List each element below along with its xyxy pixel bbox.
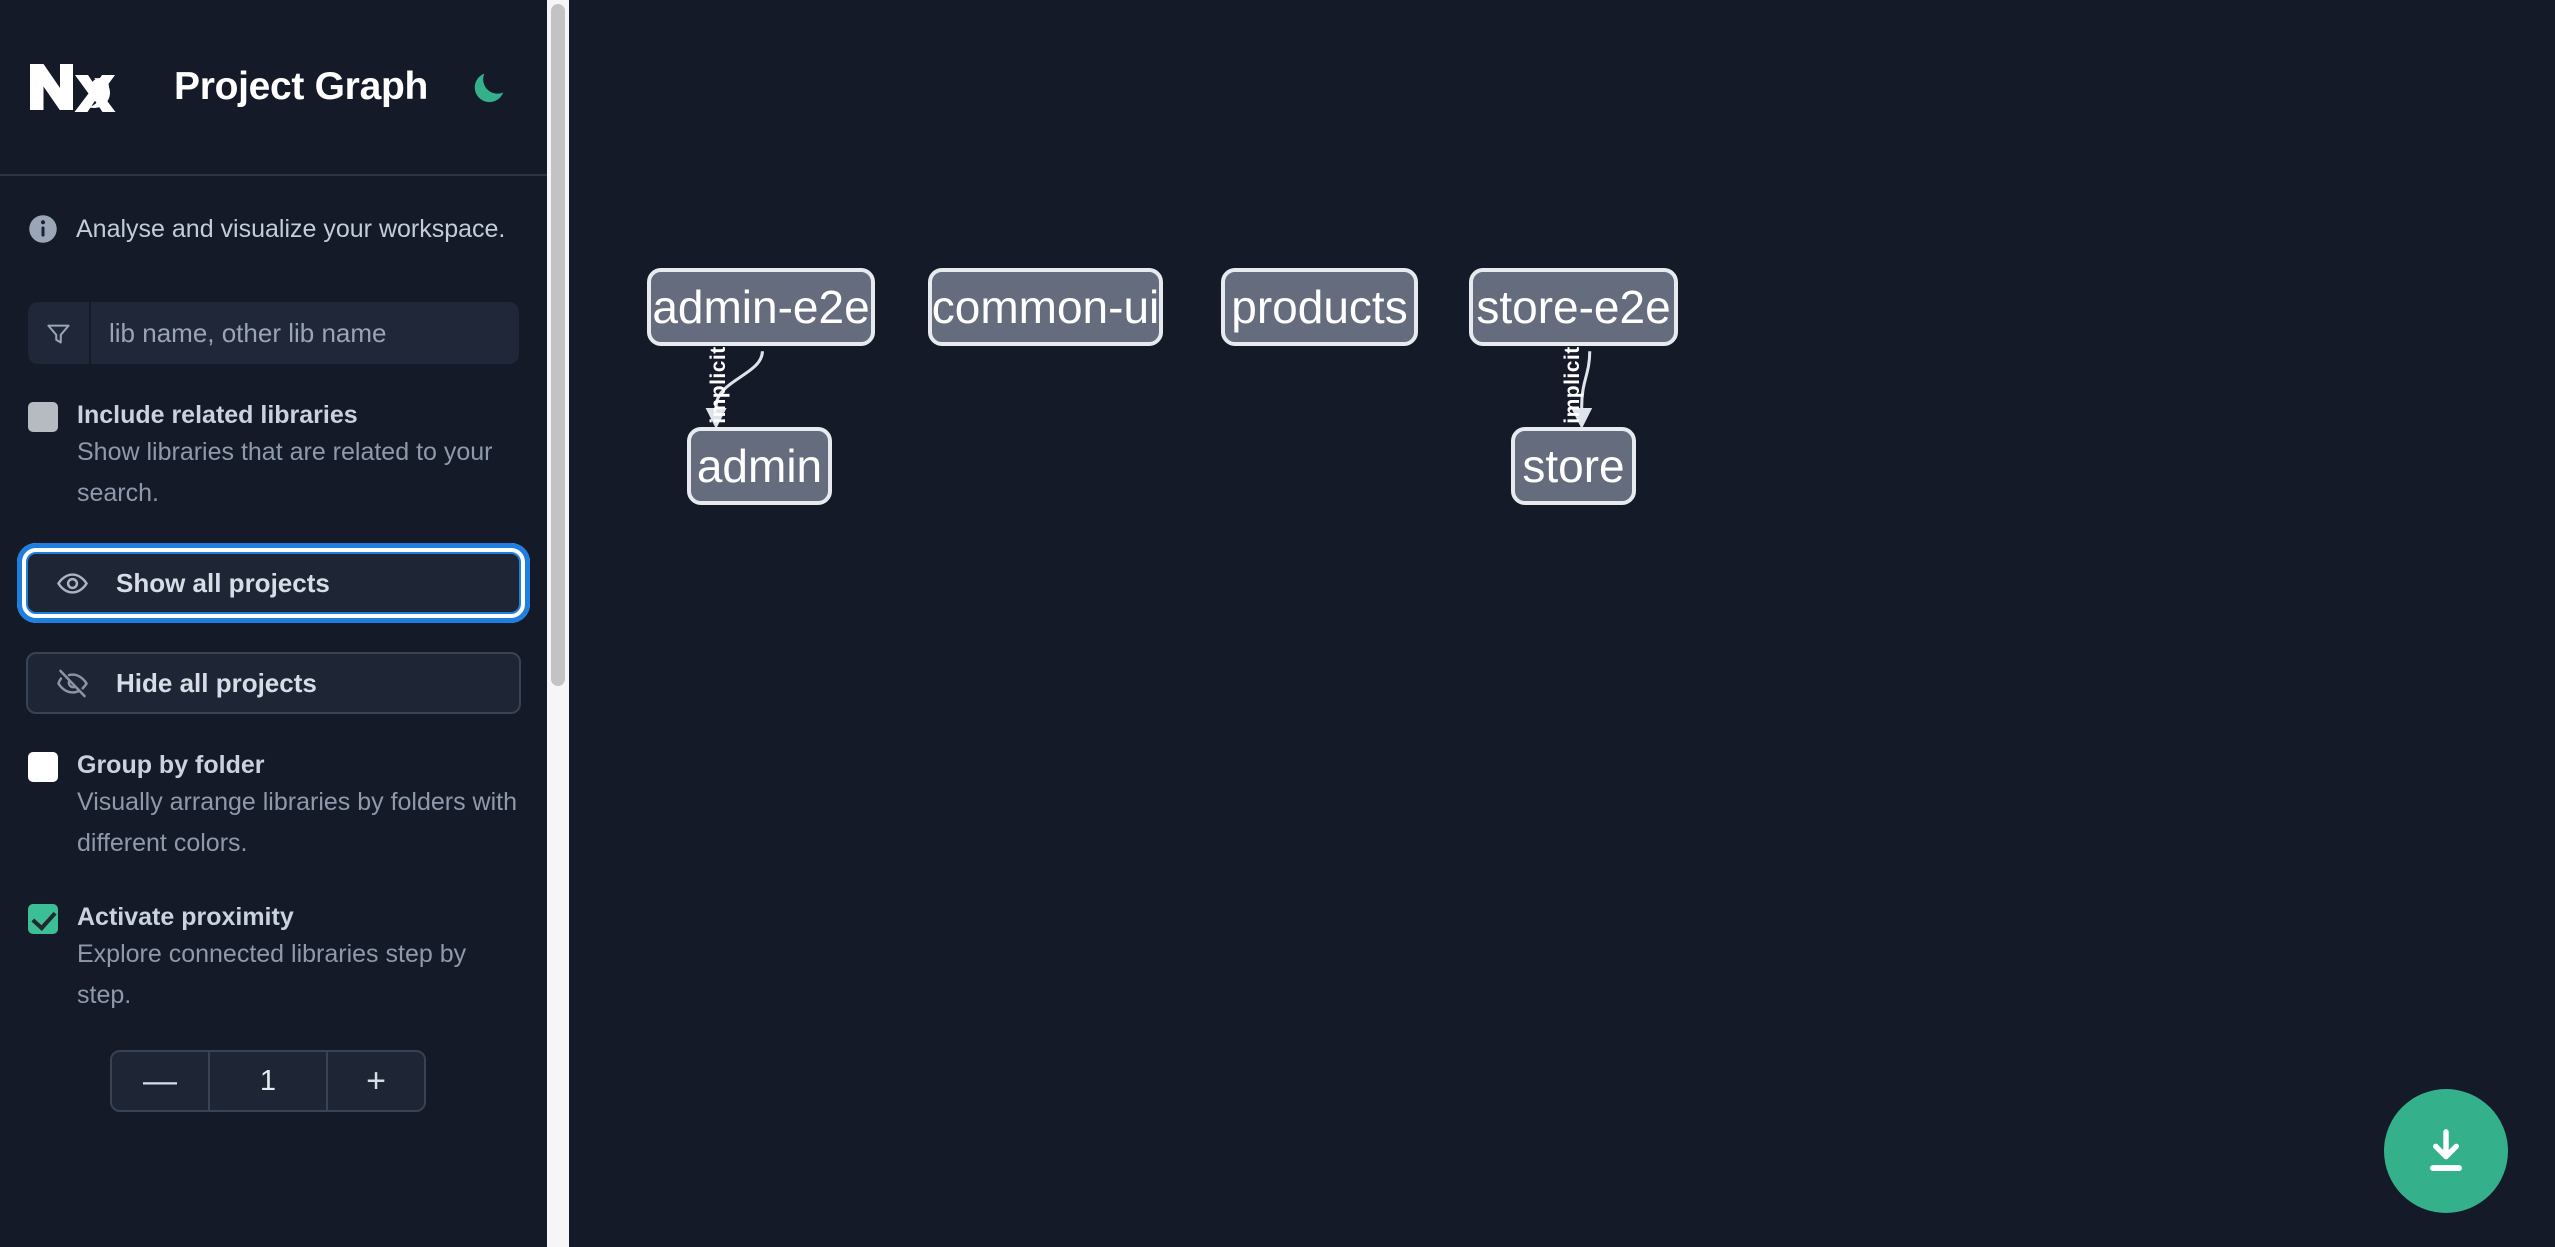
edge-label-admin-e2e-admin: implicit	[707, 346, 730, 424]
option-texts: Include related libraries Show libraries…	[77, 398, 519, 514]
info-icon	[28, 214, 58, 244]
graph-node-admin[interactable]: admin	[687, 427, 832, 505]
option-description: Visually arrange libraries by folders wi…	[77, 788, 518, 857]
sidebar-body: Analyse and visualize your workspace. In…	[0, 176, 547, 1112]
option-label: Activate proximity	[77, 903, 294, 931]
search-field[interactable]	[28, 302, 519, 364]
eye-slash-icon	[56, 667, 89, 700]
show-all-projects-label: Show all projects	[116, 567, 330, 598]
proximity-stepper-wrap: — 1 +	[0, 1050, 547, 1112]
graph-node-admin-e2e[interactable]: admin-e2e	[647, 268, 875, 346]
option-description: Show libraries that are related to your …	[77, 438, 493, 507]
nx-logo-icon	[28, 54, 122, 120]
tagline-text: Analyse and visualize your workspace.	[76, 214, 506, 243]
activate-proximity-checkbox[interactable]	[28, 904, 58, 934]
option-group-by-folder[interactable]: Group by folder Visually arrange librari…	[0, 748, 547, 864]
proximity-increment-button[interactable]: +	[328, 1052, 424, 1110]
graph-node-store-e2e[interactable]: store-e2e	[1469, 268, 1678, 346]
sidebar-scrollbar-thumb[interactable]	[551, 4, 565, 686]
search-input[interactable]	[91, 302, 519, 364]
page-title: Project Graph	[174, 65, 428, 108]
graph-canvas[interactable]: admin-e2e common-ui products store-e2e admin…	[547, 0, 2555, 1247]
include-related-libraries-checkbox[interactable]	[28, 402, 58, 432]
graph-edges	[705, 351, 1593, 429]
show-all-projects-button[interactable]: Show all projects	[17, 543, 530, 623]
edge-label-store-e2e-store: implicit	[1561, 346, 1584, 424]
graph-node-common-ui[interactable]: common-ui	[928, 268, 1163, 346]
graph-node-store[interactable]: store	[1511, 427, 1636, 505]
proximity-value: 1	[208, 1052, 328, 1110]
proximity-stepper: — 1 +	[110, 1050, 426, 1112]
graph-node-products[interactable]: products	[1221, 268, 1418, 346]
hide-all-projects-label: Hide all projects	[116, 667, 317, 698]
tagline: Analyse and visualize your workspace.	[0, 176, 547, 244]
option-texts: Group by folder Visually arrange librari…	[77, 748, 519, 864]
option-include-related-libraries[interactable]: Include related libraries Show libraries…	[0, 398, 547, 514]
option-label: Include related libraries	[77, 401, 358, 429]
download-graph-button[interactable]	[2384, 1089, 2508, 1213]
funnel-icon	[28, 302, 91, 364]
sidebar-header: Project Graph	[0, 0, 547, 176]
option-activate-proximity[interactable]: Activate proximity Explore connected lib…	[0, 900, 547, 1016]
option-description: Explore connected libraries step by step…	[77, 940, 467, 1009]
proximity-decrement-button[interactable]: —	[112, 1052, 208, 1110]
eye-icon	[56, 567, 89, 600]
moon-icon[interactable]	[466, 64, 512, 110]
option-texts: Activate proximity Explore connected lib…	[77, 900, 519, 1016]
download-icon	[2419, 1124, 2473, 1178]
group-by-folder-checkbox[interactable]	[28, 752, 58, 782]
option-label: Group by folder	[77, 751, 265, 779]
visibility-button-group: Show all projects Hide all projects	[0, 543, 547, 714]
sidebar: Project Graph Analyse and visualize your…	[0, 0, 547, 1247]
hide-all-projects-button[interactable]: Hide all projects	[26, 652, 521, 714]
